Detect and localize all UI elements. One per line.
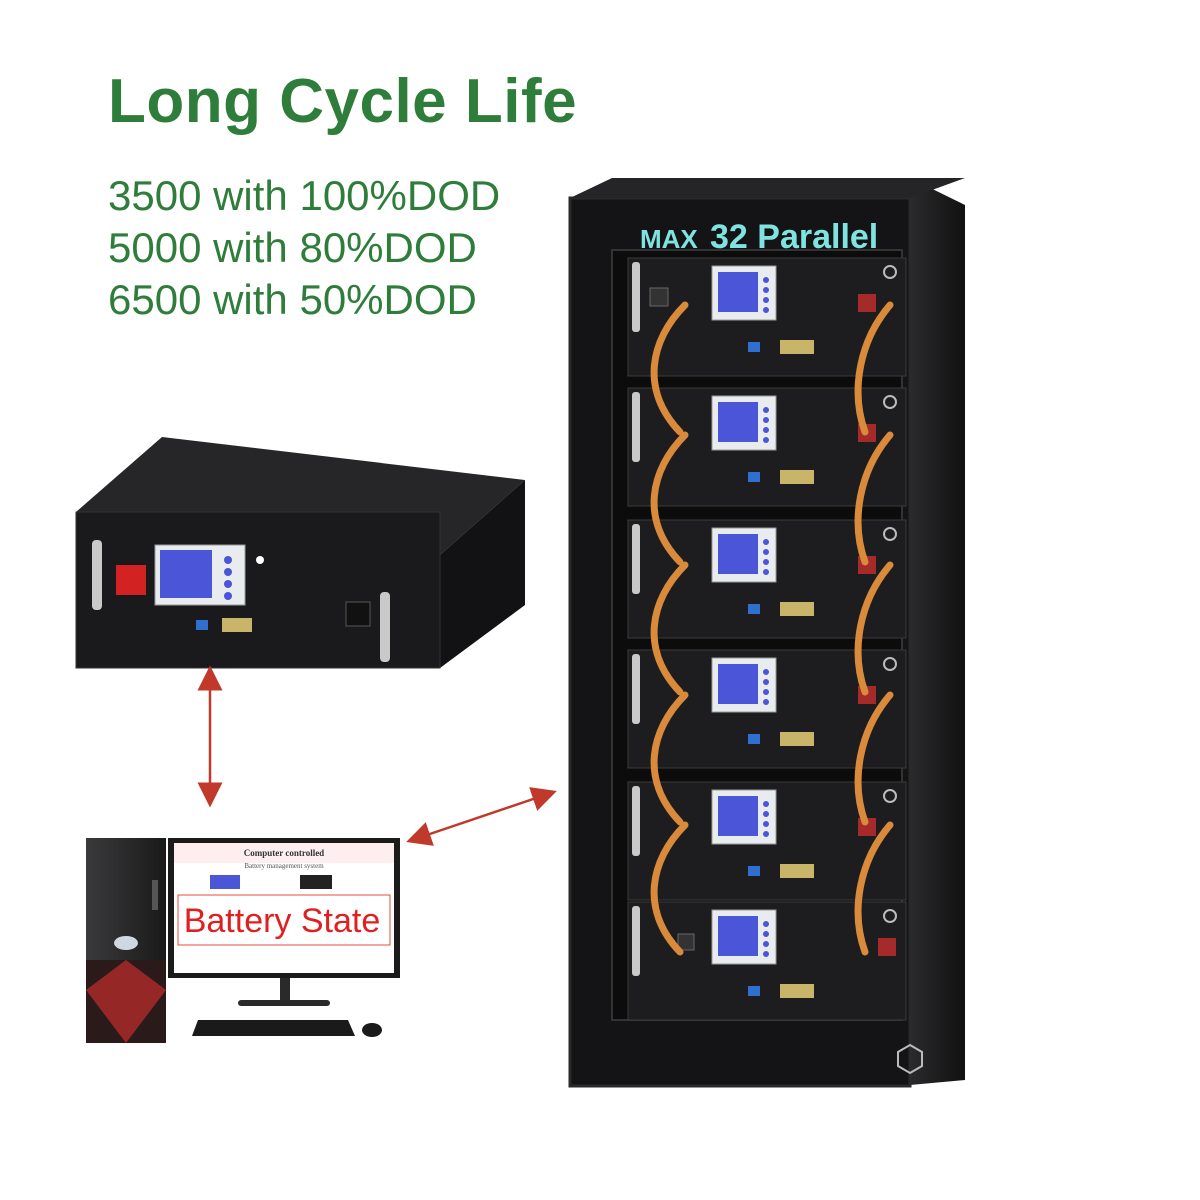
mouse: [362, 1023, 382, 1037]
keyboard: [192, 1020, 355, 1036]
spec-line-5000: 5000 with 80%DOD: [108, 224, 477, 271]
banner-main: 32 Parallel: [710, 218, 878, 256]
spec-line-6500: 6500 with 50%DOD: [108, 276, 477, 323]
screen-subheading: Battery management system: [244, 862, 324, 870]
battery-module: [627, 901, 907, 1021]
monitor: Computer controlled Battery management s…: [168, 838, 400, 1006]
diagonal-link-arrow: [406, 787, 557, 846]
banner-prefix: MAX: [640, 224, 698, 254]
pc-tower: [86, 838, 166, 1043]
screen-overlay-label: Battery State: [184, 902, 381, 940]
headline: Long Cycle Life: [108, 67, 578, 136]
screen-heading: Computer controlled: [244, 848, 324, 858]
spec-line-3500: 3500 with 100%DOD: [108, 172, 501, 219]
parallel-cables: [650, 301, 894, 956]
battery-cabinet: MAX 32 Parallel: [568, 178, 965, 1088]
hexagon-logo-icon: [897, 1043, 923, 1075]
battery-unit: [75, 437, 525, 669]
